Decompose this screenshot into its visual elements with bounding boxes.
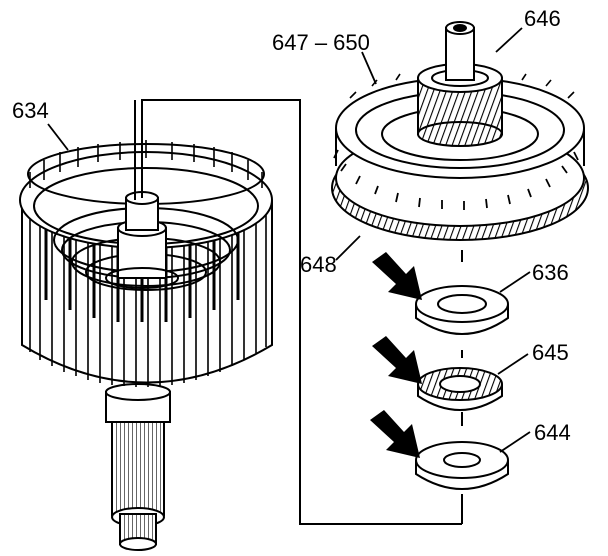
callout-646: 646 [524, 6, 561, 31]
gear-assembly-647-650 [331, 21, 589, 241]
installation-arrows [370, 252, 422, 458]
output-shaft [105, 383, 171, 551]
housing-634 [19, 100, 273, 551]
leader-lines [47, 27, 531, 453]
thrust-washer-636 [415, 285, 509, 335]
callout-645: 645 [532, 340, 569, 365]
callout-648: 648 [300, 252, 337, 277]
callout-644: 644 [534, 420, 571, 445]
callout-634: 634 [12, 98, 49, 123]
callout-636: 636 [532, 260, 569, 285]
callout-647-650: 647 – 650 [272, 30, 370, 55]
thrust-bearing-645 [417, 367, 503, 411]
callout-labels: 634 646 647 – 650 648 636 645 644 [12, 6, 571, 445]
arrow-icon [372, 336, 422, 384]
arrow-icon [372, 252, 422, 300]
thrust-washer-644 [415, 441, 509, 490]
arrow-icon [370, 410, 420, 458]
